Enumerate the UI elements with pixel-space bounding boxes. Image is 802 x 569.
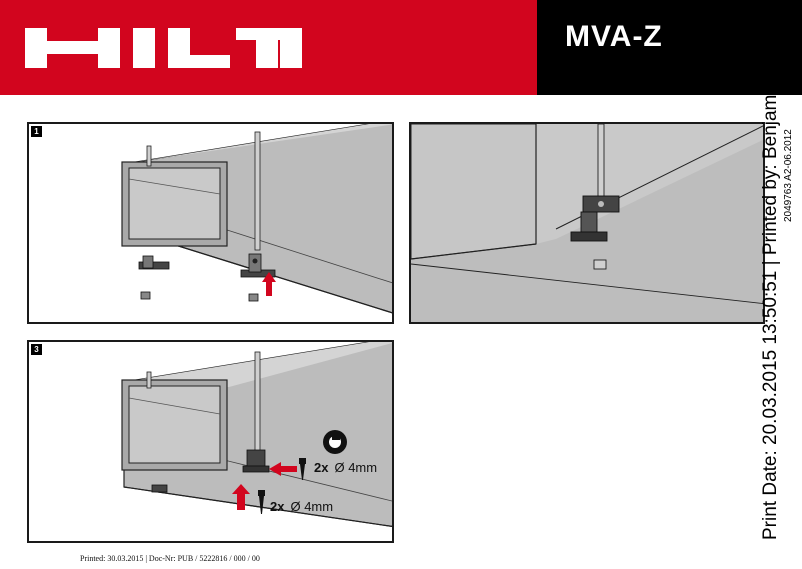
- screw-count-lower: 2x: [270, 499, 285, 514]
- step-3-number: 3: [31, 344, 42, 355]
- hanger-right-icon: [240, 253, 276, 278]
- step-1-panel: 1: [27, 122, 394, 324]
- print-info: Print Date: 20.03.2015 13:50:51 | Printe…: [760, 0, 781, 540]
- step-3-panel: 3: [27, 340, 394, 543]
- screwdriver-instruction-icon: [323, 430, 347, 454]
- step-2-illustration: [411, 124, 763, 322]
- up-arrow-icon: [262, 272, 276, 296]
- hanger-mounted-icon: [570, 195, 620, 242]
- footer-print-info: Printed: 30.03.2015 | Doc-Nr: PUB / 5222…: [80, 554, 260, 563]
- screw-size-upper: Ø 4mm: [334, 460, 378, 475]
- hanger-left-icon: [138, 255, 170, 270]
- hilti-logo: [25, 28, 302, 68]
- model-title: MVA-Z: [565, 20, 663, 53]
- header-brand-bar: [0, 0, 537, 95]
- header-model-bar: [537, 0, 802, 95]
- step-1-number: 1: [31, 126, 42, 137]
- screw-size-lower: Ø 4mm: [290, 499, 334, 514]
- screw-spec-upper: 2x Ø 4mm: [314, 460, 377, 475]
- screw-icon-upper: [299, 458, 306, 480]
- up-arrow-icon: [232, 484, 250, 510]
- doc-code: 2049763 A2-06.2012: [783, 129, 794, 222]
- hanger-fastened-icon: [242, 449, 270, 473]
- screw-spec-lower: 2x Ø 4mm: [270, 499, 333, 514]
- step-1-illustration: [121, 124, 392, 314]
- step-2-panel: 2: [409, 122, 765, 324]
- screw-icon-lower: [258, 490, 265, 514]
- screw-count-upper: 2x: [314, 460, 329, 475]
- left-arrow-icon: [269, 462, 297, 476]
- step-3-illustration: [121, 342, 392, 528]
